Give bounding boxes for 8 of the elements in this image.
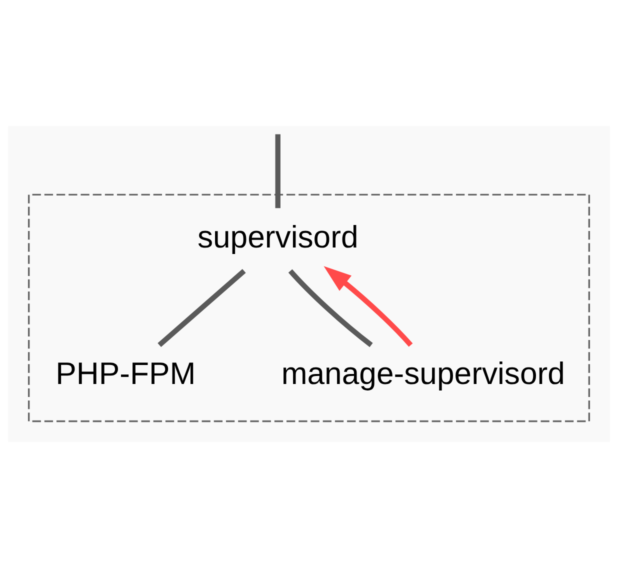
cluster bbox=[28, 194, 590, 422]
arrow bbox=[324, 266, 413, 347]
node-text: PHP-FPM bbox=[56, 356, 196, 391]
connector bbox=[275, 134, 280, 208]
node-text: supervisord bbox=[197, 219, 358, 254]
connector bbox=[158, 269, 246, 348]
node-text: manage-supervisord bbox=[281, 356, 565, 391]
connector bbox=[288, 269, 373, 348]
